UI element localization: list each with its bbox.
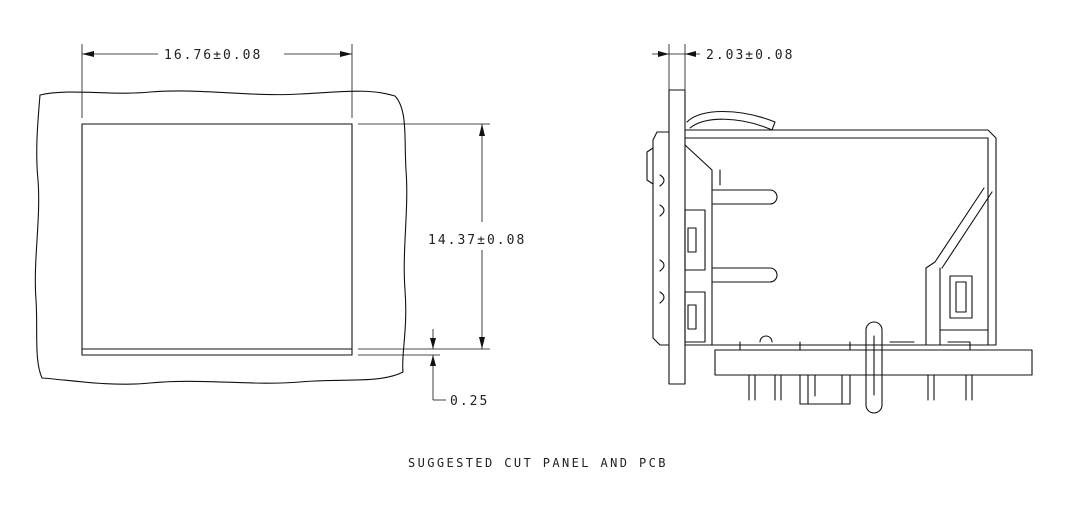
rear-wall	[925, 267, 941, 346]
offset-dimension-label: 0.25	[450, 394, 489, 409]
lead-1	[748, 374, 756, 401]
drawing-caption: SUGGESTED CUT PANEL AND PCB	[408, 456, 668, 470]
cutout-rect	[82, 124, 352, 354]
front-chamfer	[684, 144, 721, 186]
offset-arrow-bottom	[430, 355, 436, 366]
pcb-component-detail	[739, 335, 971, 351]
lead-4	[965, 374, 973, 401]
rear-led-window-inner	[955, 281, 967, 313]
front-led-upper	[684, 209, 706, 271]
latch-notch-4	[659, 291, 665, 304]
upper-contact	[711, 189, 778, 205]
panel-thickness-label: 2.03±0.08	[706, 48, 794, 63]
housing-inner	[684, 137, 989, 346]
lead-2	[774, 374, 782, 401]
bezel-tab	[646, 147, 654, 185]
width-arrow-right	[340, 51, 352, 57]
rear-led-window	[949, 275, 973, 319]
width-dimension-label: 16.76±0.08	[164, 48, 262, 63]
panel-boundary	[34, 90, 408, 385]
front-led-lower-inner	[687, 304, 697, 330]
mounting-peg	[865, 321, 883, 414]
panel-arrow-left	[658, 51, 669, 57]
lower-contact	[711, 267, 778, 283]
panel-cutout-view: 16.76±0.08 14.37±0.08 0.25	[34, 44, 526, 409]
center-post	[799, 374, 851, 405]
latch-notch-1	[659, 174, 665, 187]
bezel	[652, 131, 670, 346]
lead-3	[927, 374, 935, 401]
height-arrow-bottom	[479, 337, 485, 349]
housing-diagonal-rib	[925, 187, 985, 269]
width-arrow-left	[82, 51, 94, 57]
latch-notch-3	[659, 259, 665, 272]
height-dimension-label: 14.37±0.08	[428, 233, 526, 248]
front-led-lower	[684, 291, 706, 343]
latch-notch-2	[659, 204, 665, 217]
connector-side-view: 2.03±0.08	[646, 44, 1033, 414]
housing-diagonal-rib-2	[941, 191, 993, 269]
height-arrow-top	[479, 124, 485, 136]
front-led-upper-inner	[687, 227, 697, 253]
panel-arrow-right	[685, 51, 696, 57]
center-post-detail	[807, 374, 843, 405]
spring-clip	[686, 110, 776, 131]
front-panel	[668, 89, 686, 385]
housing-outline	[684, 129, 997, 346]
offset-arrow-top	[430, 338, 436, 349]
